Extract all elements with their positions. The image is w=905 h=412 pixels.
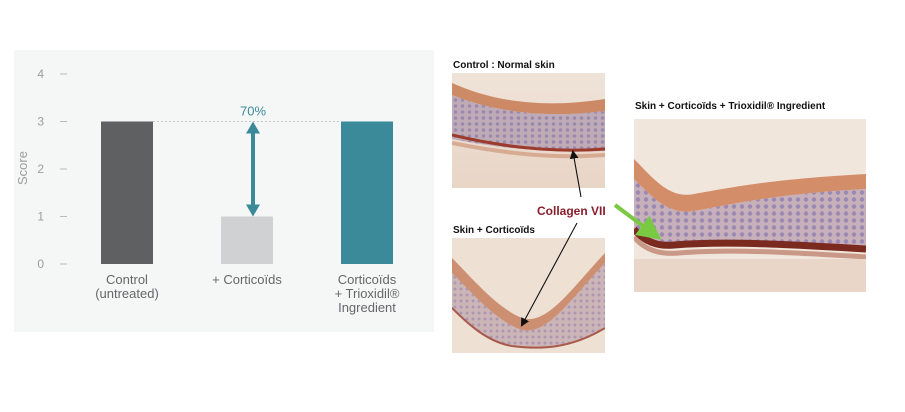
trioxidil-micrograph <box>634 119 866 292</box>
x-category-label: Corticoïds <box>338 272 397 287</box>
bar <box>341 121 393 264</box>
y-tick-label: 1 <box>37 210 44 224</box>
corticoids-image-label: Skin + Corticoïds <box>453 225 535 236</box>
x-category-label: Control <box>106 272 148 287</box>
difference-arrow-head-down <box>246 204 260 217</box>
bar-chart-panel: 0 1 2 3 4 Control(untreated) + Corticoïds Cort… <box>14 50 434 332</box>
y-axis-label: Score <box>15 151 30 185</box>
x-category-label: Ingredient <box>338 300 396 315</box>
x-category-label: (untreated) <box>95 286 159 301</box>
micrograph-panel: Control : Normal skin Skin + Corticoïds <box>445 55 885 360</box>
y-tick-label: 3 <box>37 115 44 129</box>
x-category-label: + Corticoïds <box>212 272 282 287</box>
corticoids-micrograph <box>452 238 605 353</box>
control-image-label: Control : Normal skin <box>453 60 555 71</box>
y-tick-label: 4 <box>37 67 44 81</box>
control-micrograph <box>452 73 605 188</box>
y-tick-label: 0 <box>37 257 44 271</box>
difference-arrow-head-up <box>246 121 260 134</box>
bar <box>101 121 153 264</box>
bar-chart: 0 1 2 3 4 Control(untreated) + Corticoïds Cort… <box>15 67 400 315</box>
difference-annotation-label: 70% <box>240 104 266 119</box>
x-category-label: + Trioxidil® <box>335 286 400 301</box>
trioxidil-image-label: Skin + Corticoïds + Trioxidil® Ingredien… <box>635 101 826 112</box>
collagen-label: Collagen VII <box>537 204 606 218</box>
y-tick-label: 2 <box>37 162 44 176</box>
bar <box>221 216 273 264</box>
